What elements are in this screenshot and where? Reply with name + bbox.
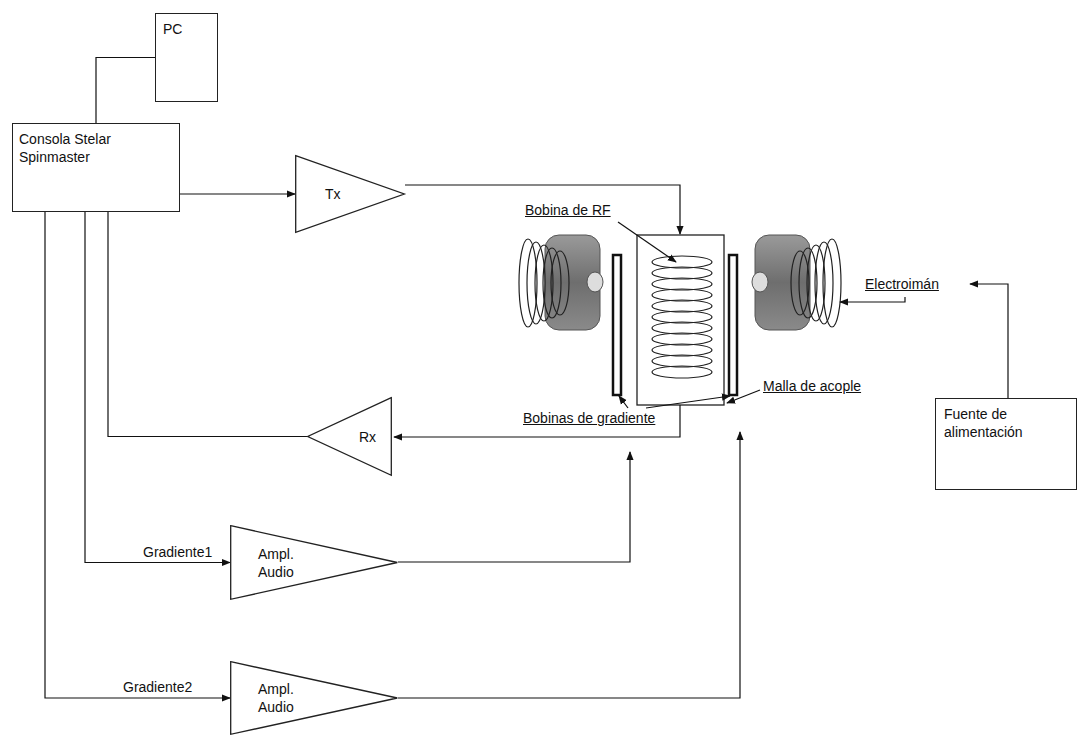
rf-coil [652,256,712,378]
triangle-outline [230,661,398,735]
electromagnet [519,235,841,330]
leader-line [727,390,760,403]
signal-label: Gradiente2 [121,679,194,695]
signal-connector [180,193,295,194]
triangle-outline [307,397,392,476]
leader-line [619,396,628,408]
probe-box [637,235,724,405]
grad1-line [398,452,630,562]
power-line [970,284,1008,398]
signal-label: Gradiente1 [141,544,214,560]
node-label: Ampl. Audio [258,545,318,581]
amplifier-triangle: Tx [295,155,405,233]
triangle-outline [295,155,405,233]
amplifier-triangle: Rx [307,397,392,476]
device-box: PC [155,13,218,102]
node-label: PC [163,20,182,38]
triangle-outline [230,525,398,600]
tx-line [405,185,680,234]
node-label: Consola Stelar Spinmaster [19,130,139,166]
gradient-plate [729,255,737,395]
amplifier-triangle: Ampl. Audio [230,661,398,735]
device-box: Fuente de alimentación [935,398,1077,490]
device-box: Consola Stelar Spinmaster [12,123,180,212]
part-label: Electroimán [865,276,939,293]
signal-connector [85,212,230,563]
node-label: Fuente de alimentación [944,405,1064,441]
signal-connector [108,212,307,437]
signal-connector [45,212,230,698]
grad2-line [398,432,740,698]
rx-line [394,405,680,437]
gradient-plate [613,255,621,395]
node-label: Tx [325,185,341,203]
amplifier-triangle: Ampl. Audio [230,525,398,600]
part-label: Malla de acople [763,378,861,395]
part-label: Bobinas de gradiente [523,410,655,427]
leader-line [840,297,905,302]
part-label: Bobina de RF [525,202,611,219]
node-label: Rx [359,428,376,446]
leader-line [618,222,676,262]
node-label: Ampl. Audio [258,680,318,716]
leader-line [646,396,730,408]
